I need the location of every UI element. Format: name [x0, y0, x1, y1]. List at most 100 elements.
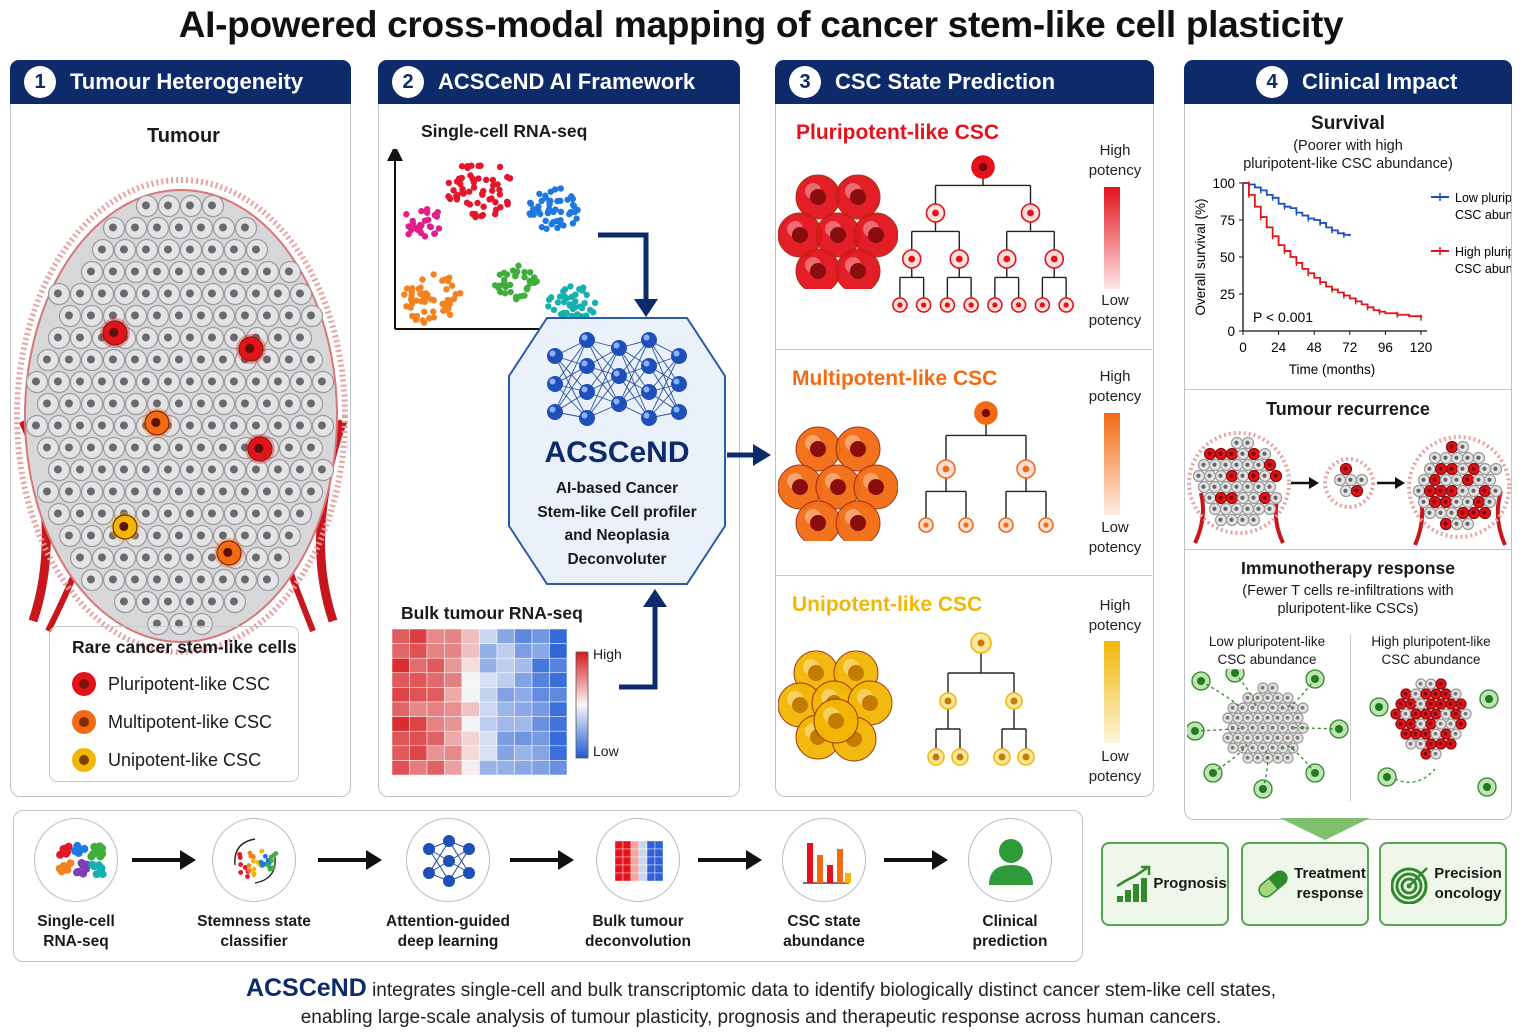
- multipotent-cluster-icon: [778, 426, 898, 541]
- pluripotent-cell-icon: [72, 672, 96, 696]
- pipeline-arrow-icon: [510, 850, 574, 870]
- y-tick-label: 75: [1220, 213, 1235, 228]
- panel-header: 2 ACSCeND AI Framework: [378, 60, 740, 104]
- legend-item-unipotent: Unipotent-like CSC: [72, 748, 298, 772]
- divider: [776, 575, 1152, 576]
- down-chevron-icon: [1280, 818, 1370, 840]
- panel-csc-state-prediction: 3 CSC State Prediction Pluripotent-like …: [775, 60, 1154, 797]
- multipotent-lineage-tree: [918, 401, 1054, 533]
- pluripotent-lineage-tree: [892, 155, 1074, 313]
- pipeline-strip: [13, 810, 1083, 962]
- footer-brand: ACSCeND: [245, 974, 367, 1002]
- recurrence-title: Tumour recurrence: [1266, 399, 1430, 419]
- tumour-label: Tumour: [147, 125, 220, 147]
- unipotent-title: Unipotent-like CSC: [792, 593, 983, 616]
- multipotent-cell-icon: [72, 710, 96, 734]
- panel-header: 3 CSC State Prediction: [775, 60, 1154, 104]
- classifier-icon: [212, 818, 296, 902]
- legend-label: CSC abundance: [1455, 262, 1511, 276]
- growth-chart-icon: [1116, 865, 1151, 902]
- target-icon: [1391, 867, 1428, 904]
- panel-title: Clinical Impact: [1302, 69, 1458, 94]
- panel-header: 4 Clinical Impact: [1184, 60, 1512, 104]
- neural-network-icon: [547, 332, 687, 426]
- outcome-label: Prognosis: [1153, 875, 1227, 892]
- flow-arrow-down-icon: [598, 232, 658, 317]
- multipotent-potency-bar: [1104, 413, 1120, 515]
- model-name: ACSCeND: [544, 436, 690, 469]
- y-tick-label: 25: [1220, 287, 1235, 302]
- colorbar-low-label: Low: [593, 743, 619, 759]
- footer-line-1: integrates single-cell and bulk transcri…: [366, 980, 1277, 1001]
- immuno-title: Immunotherapy response: [1241, 558, 1455, 578]
- person-icon: [968, 818, 1052, 902]
- x-tick-label: 72: [1342, 340, 1357, 355]
- panel-title: Tumour Heterogeneity: [70, 69, 304, 94]
- panel-header: 1 Tumour Heterogeneity: [10, 60, 351, 104]
- model-description: AI-based Cancer Stem-like Cell profiler …: [537, 480, 697, 568]
- panel-title: ACSCeND AI Framework: [438, 69, 696, 94]
- p-value-annotation: P < 0.001: [1253, 309, 1313, 325]
- flow-arrow-up-icon: [619, 589, 667, 690]
- legend-label: High pluripotent-like: [1455, 245, 1511, 259]
- survival-subtitle: (Poorer with high pluripotent-like CSC a…: [1243, 138, 1453, 172]
- panel-clinical-impact: 4 Clinical Impact Survival (Poorer with …: [1184, 60, 1512, 820]
- y-axis-label: Overall survival (%): [1193, 198, 1208, 315]
- survival-curve-high: [1243, 182, 1422, 318]
- unipotent-lineage-tree: [927, 632, 1035, 766]
- divider: [1350, 635, 1351, 801]
- colorbar-high-label: High: [593, 646, 622, 662]
- unipotent-cluster-icon: [778, 650, 893, 762]
- legend-label: CSC abundance: [1455, 208, 1511, 222]
- tumour-cells: [25, 194, 335, 636]
- legend-title: Rare cancer stem-like cells: [72, 637, 297, 657]
- y-tick-label: 100: [1212, 176, 1235, 191]
- pluripotent-potency-bar: [1104, 187, 1120, 289]
- y-tick-label: 0: [1227, 324, 1235, 339]
- panel-title: CSC State Prediction: [835, 69, 1056, 94]
- immunotherapy-illustration: [1187, 669, 1499, 799]
- multipotent-title: Multipotent-like CSC: [792, 367, 998, 390]
- heatmap-colorbar: [575, 651, 589, 759]
- footer-caption: ACSCeND integrates single-cell and bulk …: [0, 975, 1522, 1031]
- pipeline-arrow-icon: [132, 850, 196, 870]
- unipotent-cell-icon: [72, 748, 96, 772]
- tumour-recurrence-illustration: [1187, 431, 1511, 546]
- pipeline-arrow-icon: [698, 850, 762, 870]
- outcome-prognosis: Prognosis: [1101, 842, 1229, 926]
- bar-chart-icon: [782, 818, 866, 902]
- step-number-badge: 1: [24, 66, 56, 98]
- step-number-badge: 4: [1256, 66, 1288, 98]
- y-tick-label: 50: [1220, 250, 1235, 265]
- tumour-illustration: [14, 177, 348, 655]
- legend-label: Low pluripotent-like: [1455, 191, 1511, 205]
- flow-arrow-right-icon: [727, 444, 771, 466]
- step-number-badge: 3: [789, 66, 821, 98]
- legend-box: Rare cancer stem-like cells Pluripotent-…: [49, 626, 299, 782]
- footer-line-2: enabling large-scale analysis of tumour …: [300, 1007, 1222, 1028]
- x-tick-label: 0: [1239, 340, 1247, 355]
- x-tick-label: 48: [1307, 340, 1322, 355]
- x-tick-label: 96: [1378, 340, 1393, 355]
- step-number-badge: 2: [392, 66, 424, 98]
- scrna-label: Single-cell RNA-seq: [421, 121, 588, 141]
- pluripotent-title: Pluripotent-like CSC: [796, 121, 1000, 144]
- neural-network-icon: [406, 818, 490, 902]
- pipeline-arrow-icon: [884, 850, 948, 870]
- survival-title: Survival: [1311, 113, 1385, 134]
